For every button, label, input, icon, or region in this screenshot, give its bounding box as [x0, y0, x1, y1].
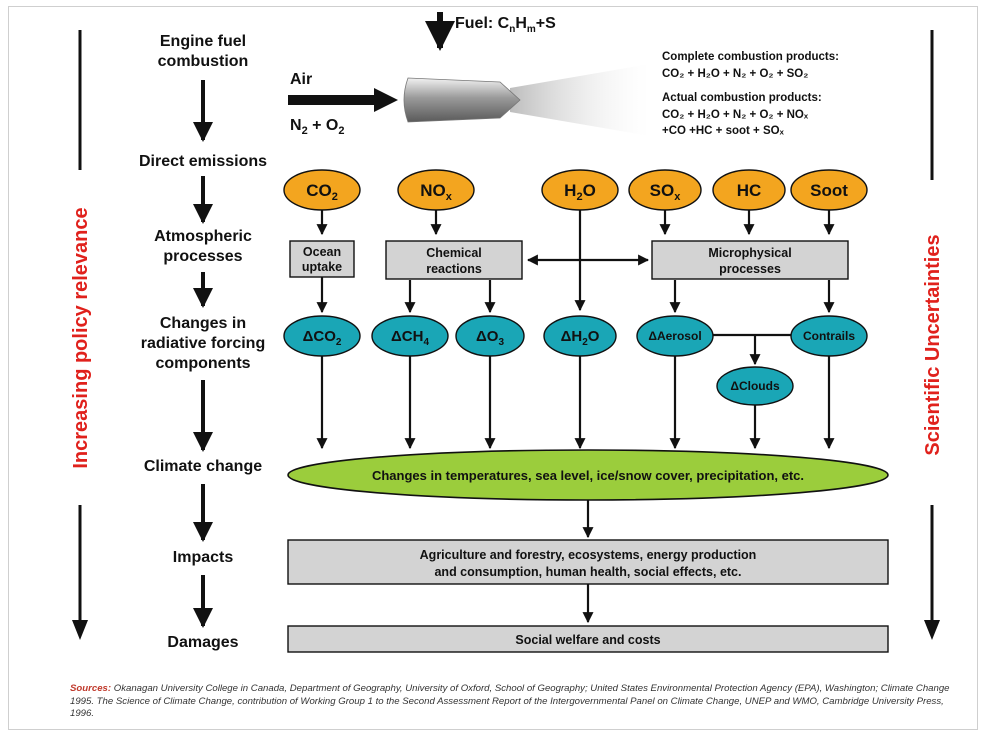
sources-label: Sources: — [70, 683, 112, 694]
stage-direct-emissions: Direct emissions — [139, 153, 267, 170]
svg-text:ΔH2O: ΔH2O — [561, 328, 600, 348]
svg-text:processes: processes — [719, 262, 781, 276]
svg-text:uptake: uptake — [302, 260, 342, 274]
svg-text:ΔO3: ΔO3 — [476, 328, 504, 348]
exhaust-plume — [510, 64, 650, 136]
combustion-products: Complete combustion products: CO₂ + H₂O … — [662, 51, 839, 137]
actual-products-formula-2: +CO +HC + soot + SOₓ — [662, 125, 785, 137]
svg-text:Changes in temperatures, sea l: Changes in temperatures, sea level, ice/… — [372, 468, 804, 483]
stage-damages: Damages — [167, 634, 238, 651]
forcing-h2o: ΔH2O — [543, 315, 617, 357]
svg-text:NOx: NOx — [420, 181, 453, 203]
process-boxes: Ocean uptake Chemical reactions Microphy… — [289, 240, 849, 280]
forcing-ch4: ΔCH4 — [371, 315, 449, 357]
stage-forcing-line3: components — [155, 355, 250, 372]
emission-co2: CO2 — [283, 169, 361, 211]
svg-text:and consumption, human health,: and consumption, human health, social ef… — [434, 565, 741, 579]
sources-text: Okanagan University College in Canada, D… — [70, 683, 950, 719]
svg-text:Social welfare and costs: Social welfare and costs — [515, 633, 660, 647]
stage-fuel-line2: combustion — [158, 53, 249, 70]
stage-impacts: Impacts — [173, 549, 234, 566]
air-label: Air — [290, 71, 312, 88]
emission-nodes: CO2 NOx H2O SOx HC Soot — [283, 169, 868, 211]
svg-text:Microphysical: Microphysical — [708, 246, 791, 260]
chemical-reactions-box: Chemical reactions — [385, 240, 523, 280]
svg-text:Agriculture and forestry, ecos: Agriculture and forestry, ecosystems, en… — [420, 548, 757, 562]
svg-text:reactions: reactions — [426, 262, 482, 276]
svg-text:ΔAerosol: ΔAerosol — [648, 329, 701, 343]
actual-products-formula-1: CO₂ + H₂O + N₂ + O₂ + NOₓ — [662, 109, 809, 121]
impacts-box: Agriculture and forestry, ecosystems, en… — [287, 539, 889, 585]
stage-fuel-line1: Engine fuel — [160, 33, 246, 50]
svg-text:Chemical: Chemical — [426, 246, 482, 260]
right-axis-label: Scientific Uncertainties — [922, 234, 944, 455]
stage-forcing-line2: radiative forcing — [141, 335, 265, 352]
right-axis: Scientific Uncertainties — [922, 30, 944, 640]
stage-forcing-line1: Changes in — [160, 315, 246, 332]
forcing-aerosol: ΔAerosol — [636, 315, 714, 357]
damages-box: Social welfare and costs — [287, 625, 889, 653]
left-axis-label: Increasing policy relevance — [70, 207, 92, 468]
engine-body — [403, 77, 521, 123]
microphysical-processes-box: Microphysical processes — [651, 240, 849, 280]
forcing-co2: ΔCO2 — [283, 315, 361, 357]
svg-text:HC: HC — [737, 181, 762, 200]
stage-labels: Engine fuel combustion Direct emissions … — [139, 33, 267, 651]
svg-text:Contrails: Contrails — [803, 329, 855, 343]
svg-text:Soot: Soot — [810, 181, 848, 200]
svg-text:ΔCH4: ΔCH4 — [391, 328, 429, 348]
emission-soot: Soot — [790, 169, 868, 211]
forcing-contrails: Contrails — [790, 315, 868, 357]
stage-climate-change: Climate change — [144, 458, 262, 475]
forcing-o3: ΔO3 — [455, 315, 525, 357]
svg-text:Ocean: Ocean — [303, 245, 341, 259]
svg-text:ΔCO2: ΔCO2 — [303, 328, 342, 348]
svg-text:SOx: SOx — [650, 181, 682, 203]
forcing-nodes: ΔCO2 ΔCH4 ΔO3 ΔH2O ΔAerosol Contrails ΔC… — [283, 315, 868, 406]
actual-products-title: Actual combustion products: — [662, 92, 822, 104]
diagram-frame — [8, 6, 978, 730]
emission-sox: SOx — [628, 169, 702, 211]
stage-atmos-line2: processes — [163, 248, 242, 265]
complete-products-title: Complete combustion products: — [662, 51, 839, 63]
svg-text:CO2: CO2 — [306, 181, 338, 203]
fuel-label: Fuel: CnHm+S — [455, 15, 556, 35]
ocean-uptake-box: Ocean uptake — [289, 240, 355, 278]
connectors — [316, 207, 835, 624]
emission-h2o: H2O — [541, 169, 619, 211]
emission-nox: NOx — [397, 169, 475, 211]
forcing-clouds: ΔClouds — [716, 366, 794, 406]
left-axis: Increasing policy relevance — [70, 30, 92, 640]
svg-text:ΔClouds: ΔClouds — [730, 379, 780, 393]
stage-atmos-line1: Atmospheric — [154, 228, 252, 245]
svg-text:H2O: H2O — [564, 181, 596, 203]
sources-note: Sources: Okanagan University College in … — [70, 683, 950, 721]
complete-products-formula: CO₂ + H₂O + N₂ + O₂ + SO₂ — [662, 68, 808, 80]
climate-change-node: Changes in temperatures, sea level, ice/… — [287, 449, 889, 501]
emission-hc: HC — [712, 169, 786, 211]
air-composition: N2 + O2 — [290, 117, 345, 137]
engine-illustration: Fuel: CnHm+S Air N2 + O2 — [288, 12, 650, 137]
